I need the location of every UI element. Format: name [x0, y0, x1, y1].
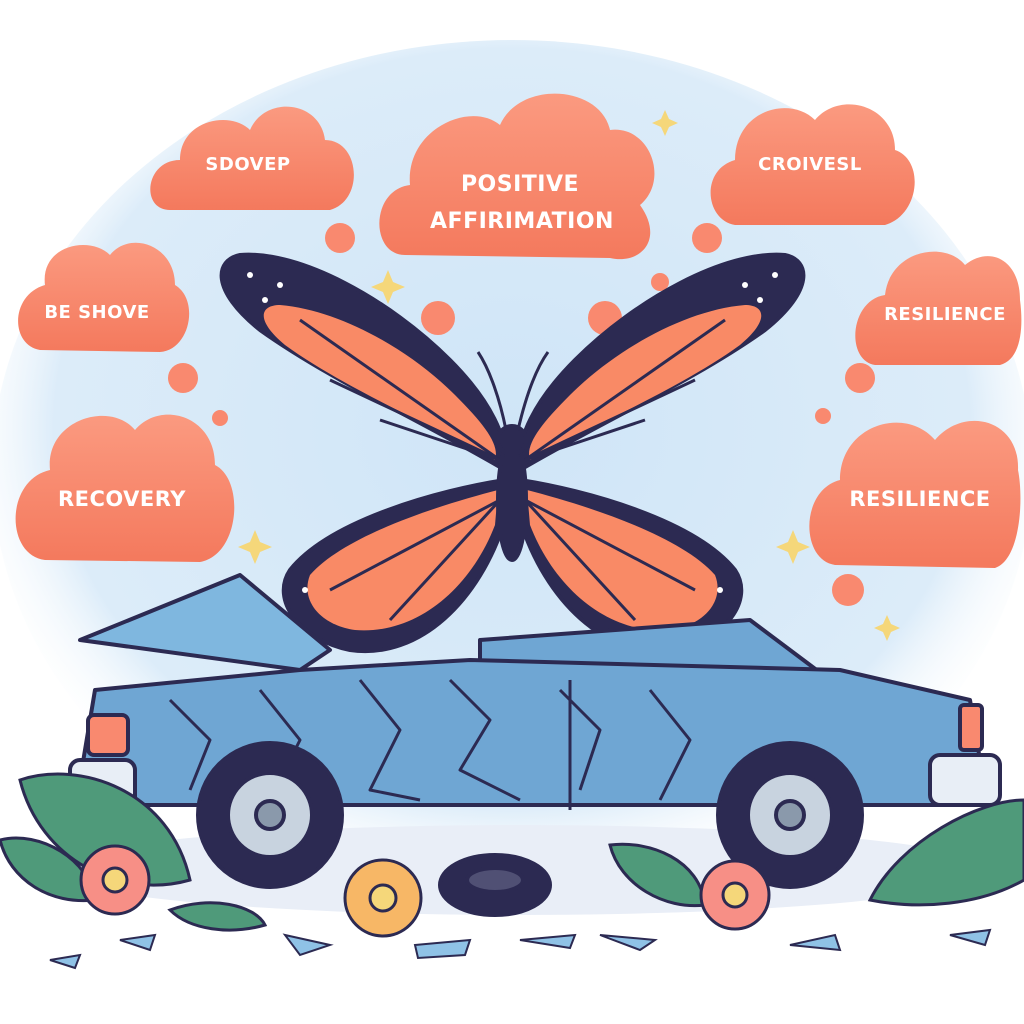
cloud-sdovep: SDOVEP	[150, 106, 354, 210]
cloud-recovery: RECOVERY	[15, 414, 235, 562]
car-hood	[78, 573, 332, 672]
car-taillight	[958, 703, 984, 752]
cloud-label: RESILIENCE	[884, 304, 1006, 325]
flower-middle	[343, 858, 423, 938]
flower-left	[79, 844, 151, 916]
butterfly-head	[496, 424, 528, 456]
broken-car	[68, 573, 1002, 889]
rear-wheel	[716, 741, 864, 889]
antenna-right	[516, 351, 550, 431]
cloud-positive-affirmation: POSITIVE AFFIRIMATION	[379, 93, 655, 260]
cloud-label: CROIVESL	[758, 154, 862, 175]
loose-tire	[438, 853, 552, 917]
cloud-label: RECOVERY	[58, 487, 186, 511]
cloud-resilience-bottom: RESILIENCE	[809, 420, 1021, 568]
cloud-label: RESILIENCE	[849, 487, 990, 511]
cloud-label-line2: AFFIRIMATION	[430, 209, 614, 234]
rear-bumper	[928, 753, 1002, 807]
cloud-label-line1: POSITIVE	[461, 172, 579, 197]
butterfly-body	[496, 438, 528, 562]
flowers	[79, 844, 771, 938]
cloud-label: BE SHOVE	[44, 302, 149, 323]
leaves	[0, 772, 1024, 932]
cloud-resilience-top: RESILIENCE	[855, 251, 1022, 365]
flower-right	[699, 859, 771, 931]
butterfly	[219, 252, 806, 654]
glass-shards	[49, 928, 992, 970]
antenna-left	[476, 351, 508, 431]
car-headlight	[86, 713, 130, 757]
front-wheel	[196, 741, 344, 889]
sparkles	[238, 110, 900, 641]
cloud-croivesl: CROIVESL	[710, 104, 915, 225]
cloud-label: SDOVEP	[205, 154, 290, 175]
cloud-be-shove: BE SHOVE	[18, 242, 190, 352]
